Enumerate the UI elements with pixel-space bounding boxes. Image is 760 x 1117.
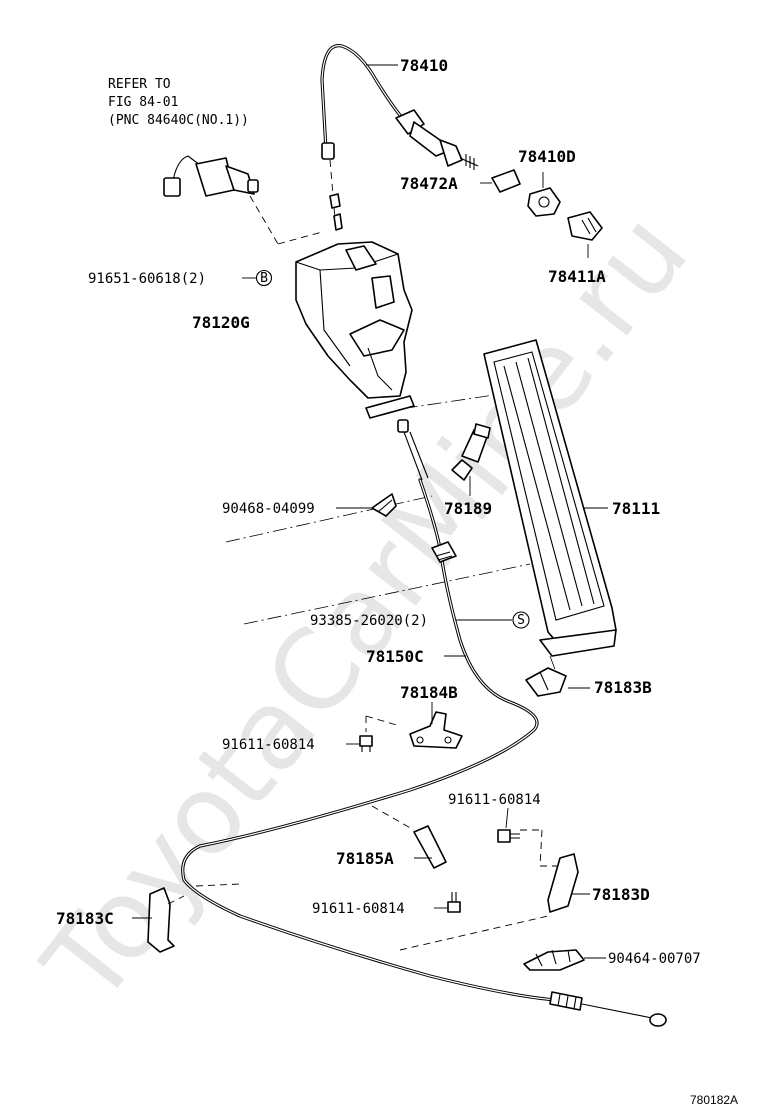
svg-text:S: S — [517, 613, 525, 628]
callout-78183B[interactable]: 78183B — [594, 678, 652, 697]
callout-78111[interactable]: 78111 — [612, 499, 660, 518]
cable-78410 — [320, 44, 479, 231]
callout-78472A[interactable]: 78472A — [400, 174, 458, 193]
callout-78189[interactable]: 78189 — [444, 499, 492, 518]
callout-78120G[interactable]: 78120G — [192, 313, 250, 332]
pedal-pad-78111 — [483, 339, 617, 673]
leader-lines — [132, 64, 608, 959]
note-line-1: REFER TO — [108, 77, 171, 92]
callout-78410[interactable]: 78410 — [400, 56, 448, 75]
callout-78185A[interactable]: 78185A — [336, 849, 394, 868]
clamp-78183C — [147, 883, 241, 953]
bolt-91611-lower — [399, 892, 549, 951]
note-line-2: FIG 84-01 — [108, 95, 178, 110]
pedal-arm — [397, 419, 491, 481]
svg-text:B: B — [260, 271, 268, 286]
callout-93385-26020[interactable]: 93385-26020(2) — [310, 613, 428, 629]
callout-91611-60814-c[interactable]: 91611-60814 — [312, 901, 405, 917]
pedal-bracket-78120G — [295, 241, 415, 419]
stop-lamp-switch — [163, 155, 323, 245]
callouts: 78410 78410D 78472A 78411A 91651-60618(2… — [56, 56, 701, 967]
small-parts-top-right — [491, 169, 603, 241]
bracket-78185A — [371, 805, 447, 869]
figure-code: 780182A — [690, 1093, 738, 1107]
cable-78150C — [181, 478, 667, 1027]
callout-78183D[interactable]: 78183D — [592, 885, 650, 904]
callout-90464-00707[interactable]: 90464-00707 — [608, 951, 701, 967]
callout-78183C[interactable]: 78183C — [56, 909, 114, 928]
callout-78411A[interactable]: 78411A — [548, 267, 606, 286]
callout-78410D[interactable]: 78410D — [518, 147, 576, 166]
clamp-78184B — [359, 711, 463, 752]
marker-b: B — [255, 269, 273, 287]
refer-note: REFER TO FIG 84-01 (PNC 84640C(NO.1)) — [108, 77, 249, 128]
note-line-3: (PNC 84640C(NO.1)) — [108, 113, 249, 128]
callout-91651-60618[interactable]: 91651-60618(2) — [88, 271, 206, 287]
clip-90468 — [371, 493, 397, 517]
callout-91611-60814-b[interactable]: 91611-60814 — [448, 792, 541, 808]
callout-91611-60814-a[interactable]: 91611-60814 — [222, 737, 315, 753]
callout-78184B[interactable]: 78184B — [400, 683, 458, 702]
callout-78150C[interactable]: 78150C — [366, 647, 424, 666]
marker-s: S — [512, 611, 530, 629]
clamp-78183B — [525, 667, 567, 697]
callout-90468-04099[interactable]: 90468-04099 — [222, 501, 315, 517]
clip-90464 — [523, 949, 585, 971]
clamp-78183D — [497, 829, 579, 913]
